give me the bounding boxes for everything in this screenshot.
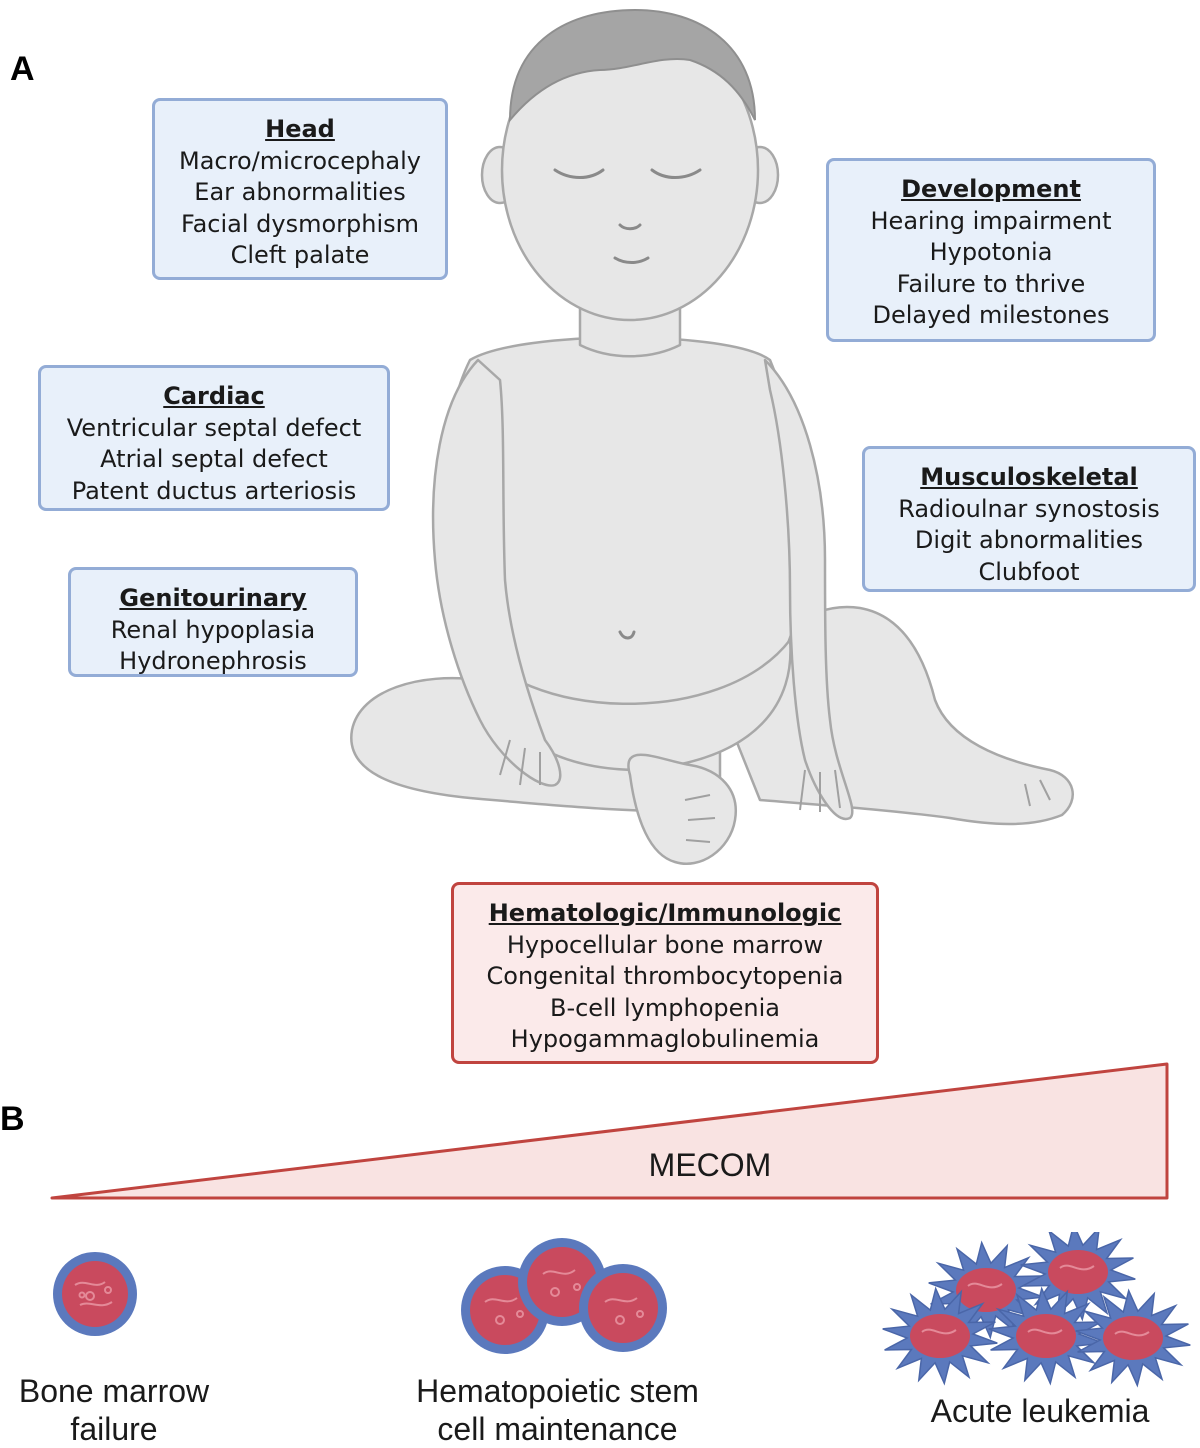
head-item: Cleft palate — [230, 241, 370, 269]
cardiac-box: Cardiac Ventricular septal defect Atrial… — [38, 365, 390, 511]
genitourinary-item: Hydronephrosis — [119, 647, 307, 675]
outcome-line: Hematopoietic stem — [416, 1373, 699, 1409]
outcome-line: Bone marrow — [18, 1373, 210, 1409]
outcome-line: failure — [70, 1411, 158, 1447]
cardiac-title: Cardiac — [163, 382, 265, 410]
panel-label-a: A — [10, 50, 35, 88]
development-item: Hearing impairment — [870, 206, 1112, 235]
outcome-line: cell maintenance — [437, 1411, 678, 1447]
outcome-line: Acute leukemia — [930, 1393, 1150, 1429]
development-item: Hypotonia — [929, 238, 1053, 266]
baby-illustration — [350, 8, 1074, 865]
hematologic-box: Hematologic/Immunologic Hypocellular bon… — [451, 882, 879, 1064]
leukemia-blast-nucleus — [956, 1268, 1016, 1312]
hematologic-item: Hypogammaglobulinemia — [510, 1025, 820, 1053]
hematologic-title: Hematologic/Immunologic — [488, 899, 842, 927]
development-title: Development — [901, 175, 1081, 203]
cardiac-item: Atrial septal defect — [100, 445, 328, 473]
genitourinary-item: Renal hypoplasia — [110, 615, 316, 644]
hematologic-item: Hypocellular bone marrow — [506, 930, 824, 959]
mecom-gradient-wedge — [50, 1062, 1169, 1200]
leukemia-blast-nucleus — [1016, 1314, 1076, 1358]
single-stem-cell — [53, 1252, 137, 1336]
leukemia-blast-texture — [921, 1328, 957, 1335]
leukemia-blast-nucleus — [910, 1314, 970, 1358]
head-box: Head Macro/microcephaly Ear abnormalitie… — [152, 98, 448, 280]
head-item: Ear abnormalities — [194, 178, 406, 206]
stem-cell-cluster — [461, 1238, 667, 1354]
musculoskeletal-item: Digit abnormalities — [914, 526, 1144, 554]
hematologic-item: B-cell lymphopenia — [549, 993, 780, 1022]
outcome-label-acute-leukemia: Acute leukemia — [900, 1392, 1180, 1430]
genitourinary-title: Genitourinary — [119, 584, 307, 612]
panel-label-b: B — [0, 1100, 25, 1138]
outcome-label-bone-marrow-failure: Bone marrow failure — [0, 1372, 228, 1448]
leukemia-blast-cluster — [882, 1232, 1191, 1388]
cardiac-item: Patent ductus arteriosis — [71, 476, 357, 505]
leukemia-blast-nucleus — [1048, 1250, 1108, 1294]
head-item: Facial dysmorphism — [180, 209, 420, 238]
musculoskeletal-item: Clubfoot — [978, 557, 1080, 586]
genitourinary-box: Genitourinary Renal hypoplasia Hydroneph… — [68, 567, 358, 677]
hematologic-item: Congenital thrombocytopenia — [486, 962, 844, 990]
leukemia-blast-nucleus — [1103, 1316, 1163, 1360]
leukemia-blast-texture — [1059, 1264, 1095, 1271]
outcome-label-hsc-maintenance: Hematopoietic stem cell maintenance — [385, 1372, 730, 1448]
cardiac-item: Ventricular septal defect — [66, 413, 362, 442]
development-box: Development Hearing impairment Hypotonia… — [826, 158, 1156, 342]
musculoskeletal-item: Radioulnar synostosis — [898, 494, 1160, 523]
head-title: Head — [265, 115, 335, 143]
leukemia-blast-texture — [1027, 1328, 1063, 1335]
musculoskeletal-box: Musculoskeletal Radioulnar synostosis Di… — [862, 446, 1196, 592]
development-item: Delayed milestones — [872, 301, 1110, 329]
development-item: Failure to thrive — [896, 269, 1086, 298]
leukemia-blast-texture — [1114, 1330, 1150, 1337]
leukemia-blast-texture — [967, 1282, 1003, 1289]
mecom-label: MECOM — [648, 1147, 772, 1183]
head-item: Macro/microcephaly — [179, 146, 421, 175]
musculoskeletal-title: Musculoskeletal — [920, 463, 1138, 491]
